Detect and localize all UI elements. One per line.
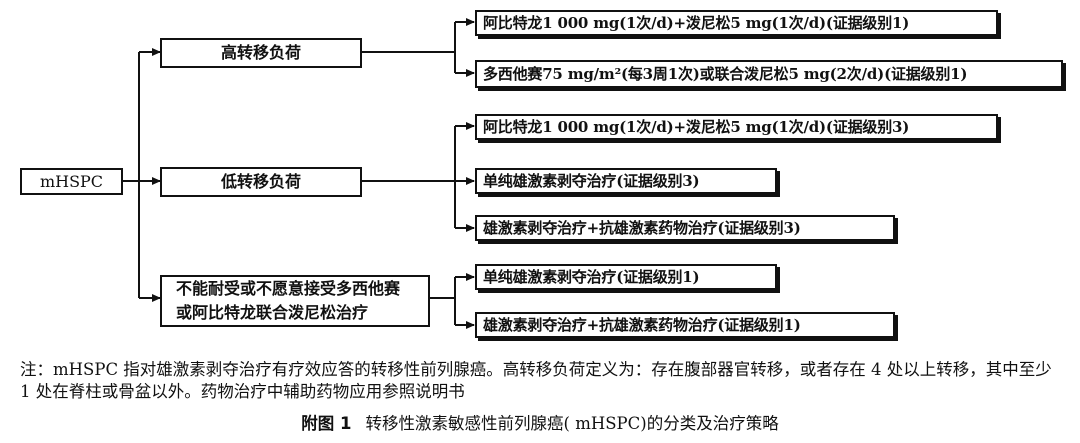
caption-title: 转移性激素敏感性前列腺癌( mHSPC)的分类及治疗策略 xyxy=(365,414,779,433)
root-label: mHSPC xyxy=(39,171,104,191)
treatment-label: 阿比特龙1 000 mg(1次/d)+泼尼松5 mg(1次/d)(证据级别1) xyxy=(483,13,910,32)
treatment-low-2: 单纯雄激素剥夺治疗(证据级别3) xyxy=(475,168,777,194)
treatment-high-1: 阿比特龙1 000 mg(1次/d)+泼尼松5 mg(1次/d)(证据级别1) xyxy=(475,10,998,36)
treatment-label: 单纯雄激素剥夺治疗(证据级别3) xyxy=(483,171,700,190)
treatment-label: 雄激素剥夺治疗+抗雄激素药物治疗(证据级别1) xyxy=(483,315,801,334)
treatment-label: 多西他赛75 mg/m²(每3周1次)或联合泼尼松5 mg(2次/d)(证据级别… xyxy=(483,64,968,83)
treatment-intolerant-2: 雄激素剥夺治疗+抗雄激素药物治疗(证据级别1) xyxy=(475,312,895,338)
category-label: 高转移负荷 xyxy=(220,43,301,62)
category-label: 低转移负荷 xyxy=(220,172,301,191)
caption-number: 附图 1 xyxy=(301,414,352,433)
category-label: 不能耐受或不愿意接受多西他赛或阿比特龙联合泼尼松治疗 xyxy=(176,279,401,322)
figure-note: 注：mHSPC 指对雄激素剥夺治疗有疗效应答的转移性前列腺癌。高转移负荷定义为：… xyxy=(20,360,1052,401)
category-intolerant: 不能耐受或不愿意接受多西他赛或阿比特龙联合泼尼松治疗 xyxy=(160,275,430,327)
treatment-high-2: 多西他赛75 mg/m²(每3周1次)或联合泼尼松5 mg(2次/d)(证据级别… xyxy=(475,60,1063,88)
treatment-label: 单纯雄激素剥夺治疗(证据级别1) xyxy=(483,267,700,286)
treatment-label: 阿比特龙1 000 mg(1次/d)+泼尼松5 mg(1次/d)(证据级别3) xyxy=(483,117,910,136)
treatment-low-1: 阿比特龙1 000 mg(1次/d)+泼尼松5 mg(1次/d)(证据级别3) xyxy=(475,114,998,140)
treatment-low-3: 雄激素剥夺治疗+抗雄激素药物治疗(证据级别3) xyxy=(475,215,895,241)
figure-caption: 附图 1 转移性激素敏感性前列腺癌( mHSPC)的分类及治疗策略 xyxy=(0,410,1080,434)
treatment-intolerant-1: 单纯雄激素剥夺治疗(证据级别1) xyxy=(475,264,777,290)
root-node: mHSPC xyxy=(20,168,123,195)
treatment-label: 雄激素剥夺治疗+抗雄激素药物治疗(证据级别3) xyxy=(483,218,801,237)
category-high-burden: 高转移负荷 xyxy=(160,38,362,68)
category-low-burden: 低转移负荷 xyxy=(160,167,362,197)
